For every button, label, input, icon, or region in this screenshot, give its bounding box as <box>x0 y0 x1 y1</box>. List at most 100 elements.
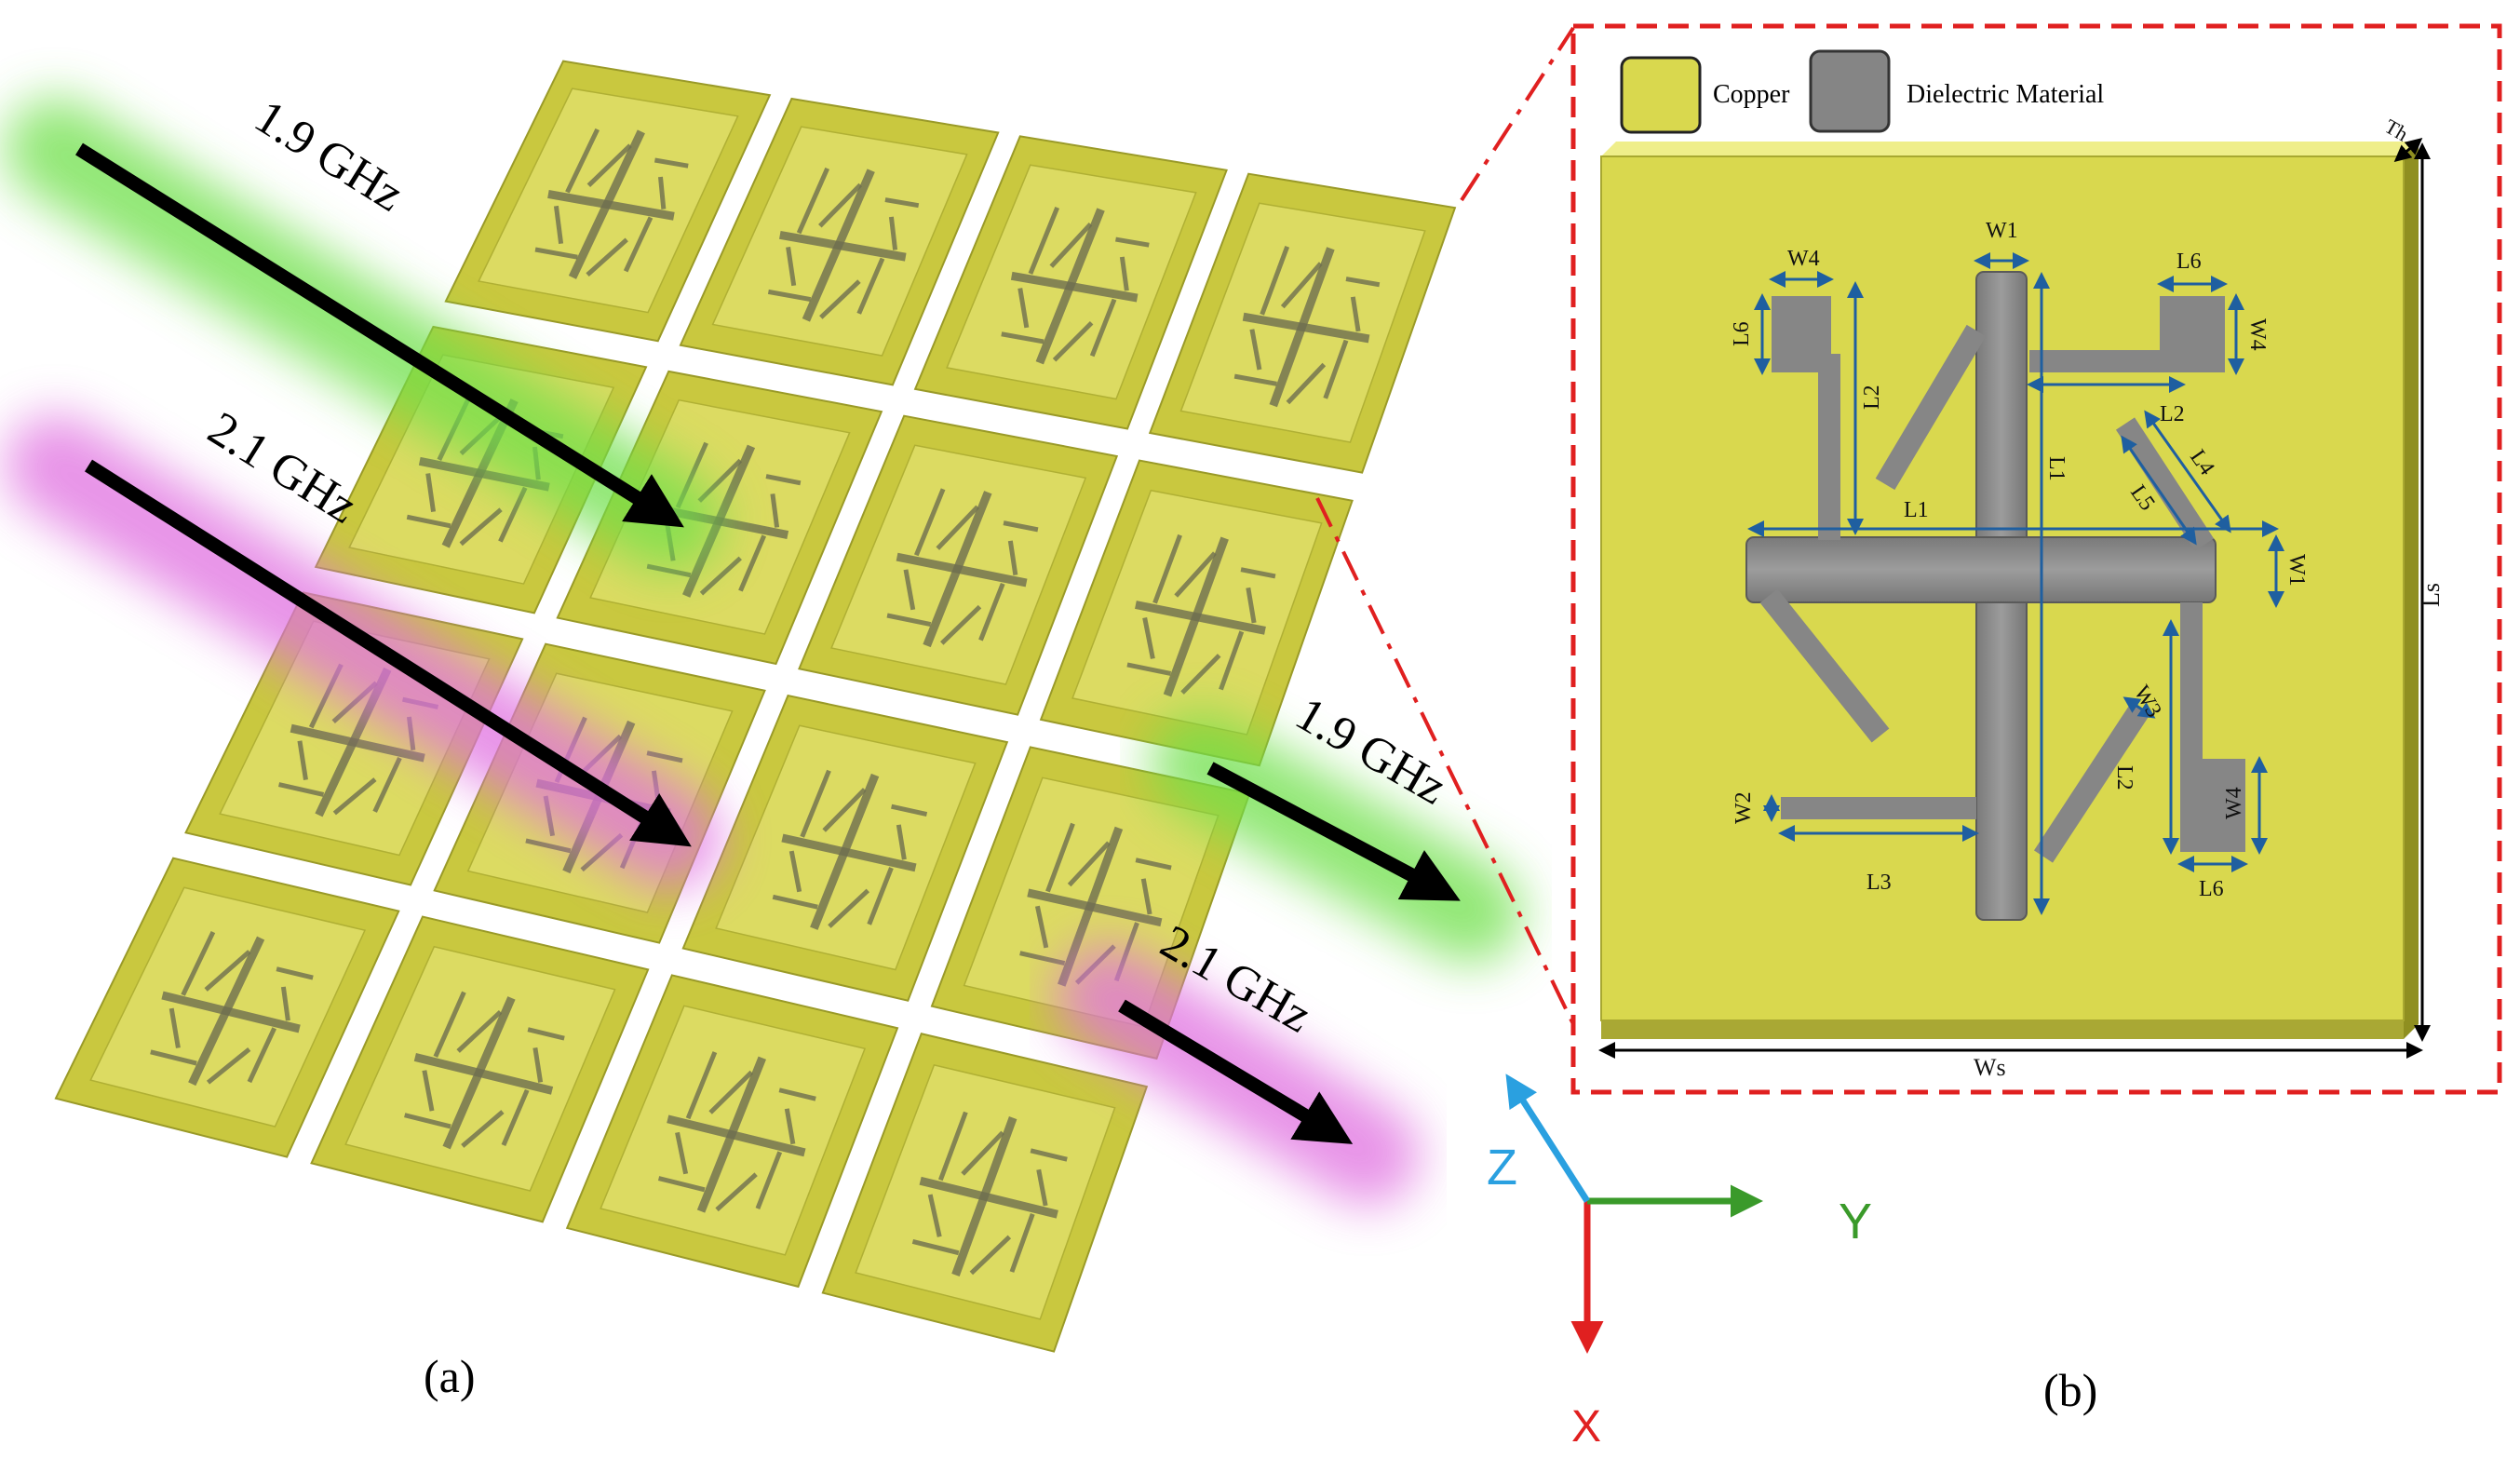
legend-copper-swatch <box>1620 56 1702 134</box>
unit-cell-strip <box>413 1053 554 1095</box>
unit-cell-strip <box>1260 246 1290 316</box>
unit-cell-strip <box>978 582 1005 641</box>
bottom-left-arm <box>1781 797 1976 819</box>
label-l6-bottom-right: L6 <box>2199 877 2224 901</box>
unit-cell-strip <box>534 247 578 260</box>
panel-b-unit-cell-detail: Copper Dielectric Material <box>1570 23 2502 1416</box>
unit-cell-strip <box>1027 888 1163 927</box>
unit-cell-strip <box>1135 858 1172 871</box>
unit-cell-strip <box>204 950 251 992</box>
label-l1-vertical: L1 <box>2044 456 2069 481</box>
unit-cell-strip <box>1233 373 1277 386</box>
unit-cell-strip <box>1115 236 1150 248</box>
unit-cell-strip <box>1174 551 1217 598</box>
unit-cell <box>913 135 1228 430</box>
unit-cell-strip <box>332 777 377 816</box>
unit-cell-strip <box>779 230 907 262</box>
unit-cell-strip <box>667 1114 806 1157</box>
label-ls: Ls <box>2418 583 2445 607</box>
unit-cell-strip <box>675 1131 689 1175</box>
unit-cell-strip <box>919 1176 1058 1219</box>
top-left-arm <box>1818 354 1840 540</box>
unit-cell-strip <box>886 613 932 628</box>
unit-cell-strip <box>1140 878 1152 915</box>
unit-cell-strip <box>940 604 982 645</box>
unit-cell-strip <box>1152 533 1182 604</box>
label-w1-right: W1 <box>2284 554 2309 587</box>
unit-cell <box>821 1033 1149 1353</box>
unit-cell-strip <box>1286 362 1327 405</box>
unit-cell-strip <box>498 486 528 543</box>
unit-cell-strip <box>800 769 831 838</box>
label-l3: L3 <box>1866 871 1892 895</box>
unit-cell-strip <box>708 1070 754 1114</box>
unit-cell-strip <box>1240 567 1276 579</box>
unit-cell-strip <box>1009 1213 1035 1273</box>
unit-cell-strip <box>784 1108 796 1145</box>
unit-cell-strip <box>1350 296 1361 332</box>
label-w4-right-top: W4 <box>2245 318 2270 351</box>
unit-cell-strip <box>247 1027 276 1084</box>
z-axis-label: Z <box>1487 1140 1517 1195</box>
unit-cell-strip <box>1001 331 1044 344</box>
unit-cell-strip <box>765 474 802 486</box>
unit-cell-strip <box>657 1176 706 1193</box>
unit-cell-strip <box>715 1172 758 1212</box>
unit-cell-strip <box>1045 822 1075 893</box>
unit-cell-strip <box>1017 288 1030 329</box>
legend-copper-label: Copper <box>1713 80 1790 109</box>
unit-cell-strip <box>867 867 894 925</box>
label-l1-horizontal: L1 <box>1904 498 1929 522</box>
unit-cell-strip <box>818 182 863 228</box>
label-l2-left: L2 <box>1860 385 1884 410</box>
unit-cell <box>565 974 899 1289</box>
unit-cell <box>54 857 400 1158</box>
unit-cell-strip <box>181 931 216 996</box>
unit-cell-strip <box>501 1088 530 1147</box>
unit-cell-strip <box>772 894 818 910</box>
unit-cell-strip <box>856 257 885 315</box>
unit-cell-strip <box>896 824 907 860</box>
dim-th <box>2393 138 2423 162</box>
unit-cell-strip <box>738 534 767 592</box>
label-l6-top-right: L6 <box>2176 250 2202 274</box>
unit-cell-strip <box>658 176 667 209</box>
horizontal-main-strip <box>1745 536 2217 603</box>
dim-w3 <box>2122 696 2156 719</box>
unit-cell-strip <box>1323 339 1349 399</box>
label-ws: Ws <box>1974 1054 2006 1081</box>
incident-1-9ghz-arrow <box>75 142 684 528</box>
substrate-top-edge <box>1601 142 2419 156</box>
unit-cell-strip <box>553 205 564 245</box>
unit-cell-strip <box>1219 630 1245 691</box>
unit-cell-strip <box>276 966 314 980</box>
unit-cell-strip <box>1034 905 1049 949</box>
unit-cell-strip <box>654 157 689 169</box>
unit-cell-strip <box>1019 951 1066 966</box>
unit-cell-strip <box>936 505 979 550</box>
label-th: Th <box>2381 115 2413 146</box>
unit-cell-strip <box>168 1007 181 1048</box>
unit-cell-strip <box>525 838 572 854</box>
unit-cell-strip <box>786 247 797 287</box>
unit-cell-strip <box>406 514 451 529</box>
panel-a-metasurface-array: 1.9 GHz 2.1 GHz 1.9 GHz 2.1 GHz (a) <box>5 60 1522 1402</box>
unit-cell-strip <box>161 991 301 1033</box>
unit-cell-strip <box>1246 587 1257 624</box>
unit-cell-strip <box>755 1151 783 1209</box>
unit-cell-strip <box>896 552 1028 587</box>
unit-cell-strip <box>586 237 628 277</box>
y-axis-label: Y <box>1839 1194 1872 1249</box>
dimension-lines <box>1747 252 2284 915</box>
panel-b-caption: (b) <box>2043 1364 2097 1416</box>
unit-cell-strip <box>788 850 802 893</box>
unit-cell <box>681 694 1009 1002</box>
label-l2-bottom-right: L2 <box>2112 765 2136 790</box>
unit-cell-strip <box>1003 520 1039 533</box>
unit-cell-strip <box>150 1049 197 1066</box>
top-right-arm <box>2029 350 2178 372</box>
unit-cell-strip <box>1049 223 1093 268</box>
label-l6-top-left: L6 <box>1730 321 1754 346</box>
lower-left-diagonal-strip <box>1759 588 1890 743</box>
